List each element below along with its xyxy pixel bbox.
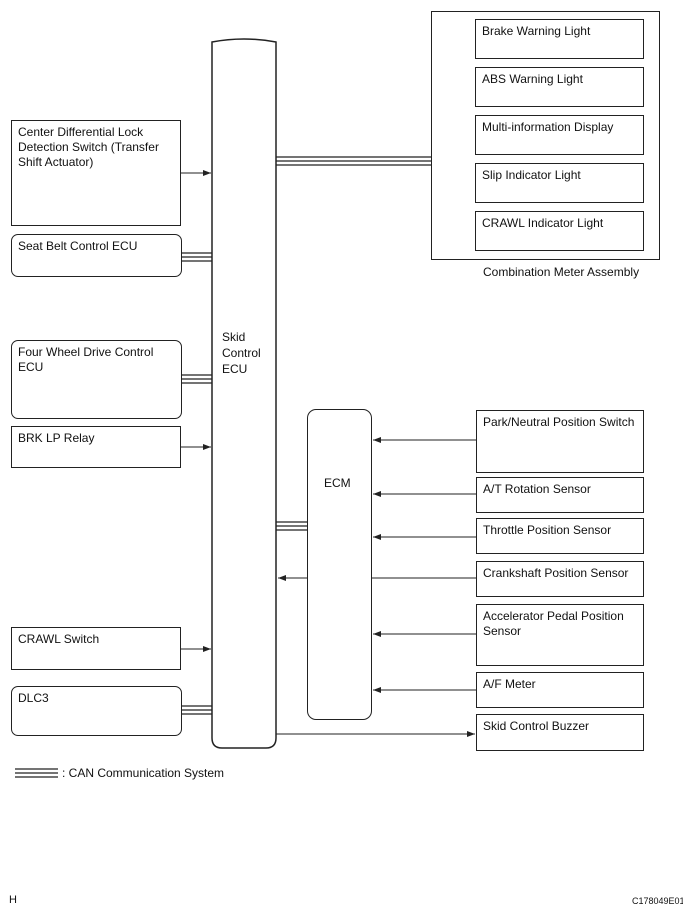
at-rotation-sensor-box: A/T Rotation Sensor: [476, 477, 644, 513]
meter-item-multi-info-display: Multi-information Display: [475, 115, 644, 155]
can-line-ecm: [276, 521, 307, 531]
throttle-position-sensor-box: Throttle Position Sensor: [476, 518, 644, 554]
brk-lp-relay-box: BRK LP Relay: [11, 426, 181, 468]
af-meter-box: A/F Meter: [476, 672, 644, 708]
can-line-dlc3: [182, 705, 212, 715]
crawl-switch-box: CRAWL Switch: [11, 627, 181, 670]
meter-item-brake-warning: Brake Warning Light: [475, 19, 644, 59]
meter-item-abs-warning: ABS Warning Light: [475, 67, 644, 107]
footer-figure-code: C178049E01: [632, 896, 683, 906]
can-line-meter: [276, 156, 431, 166]
park-neutral-position-switch-box: Park/Neutral Position Switch: [476, 410, 644, 473]
ecm-box: [307, 409, 372, 720]
skid-ecu-label-1: Skid: [222, 330, 246, 344]
crankshaft-position-sensor-box: Crankshaft Position Sensor: [476, 561, 644, 597]
meter-item-slip-indicator: Slip Indicator Light: [475, 163, 644, 203]
ecm-label: ECM: [324, 476, 351, 490]
center-diff-lock-switch-box: Center Differential Lock Detection Switc…: [11, 120, 181, 226]
legend-can-symbol: [15, 768, 58, 778]
skid-ecu-label-2: Control: [222, 346, 261, 360]
skid-control-ecu-outline: [211, 38, 277, 749]
can-line-seat-belt: [182, 252, 212, 262]
skid-control-buzzer-box: Skid Control Buzzer: [476, 714, 644, 751]
skid-ecu-label-3: ECU: [222, 362, 248, 376]
four-wheel-drive-control-ecu-box: Four Wheel Drive Control ECU: [11, 340, 182, 419]
legend-label: : CAN Communication System: [62, 766, 225, 780]
seat-belt-control-ecu-box: Seat Belt Control ECU: [11, 234, 182, 277]
can-line-4wd: [182, 374, 212, 384]
accelerator-pedal-position-sensor-box: Accelerator Pedal Position Sensor: [476, 604, 644, 666]
meter-item-crawl-indicator: CRAWL Indicator Light: [475, 211, 644, 251]
meter-caption: Combination Meter Assembly: [483, 265, 640, 279]
footer-left: H: [9, 894, 17, 906]
dlc3-box: DLC3: [11, 686, 182, 736]
